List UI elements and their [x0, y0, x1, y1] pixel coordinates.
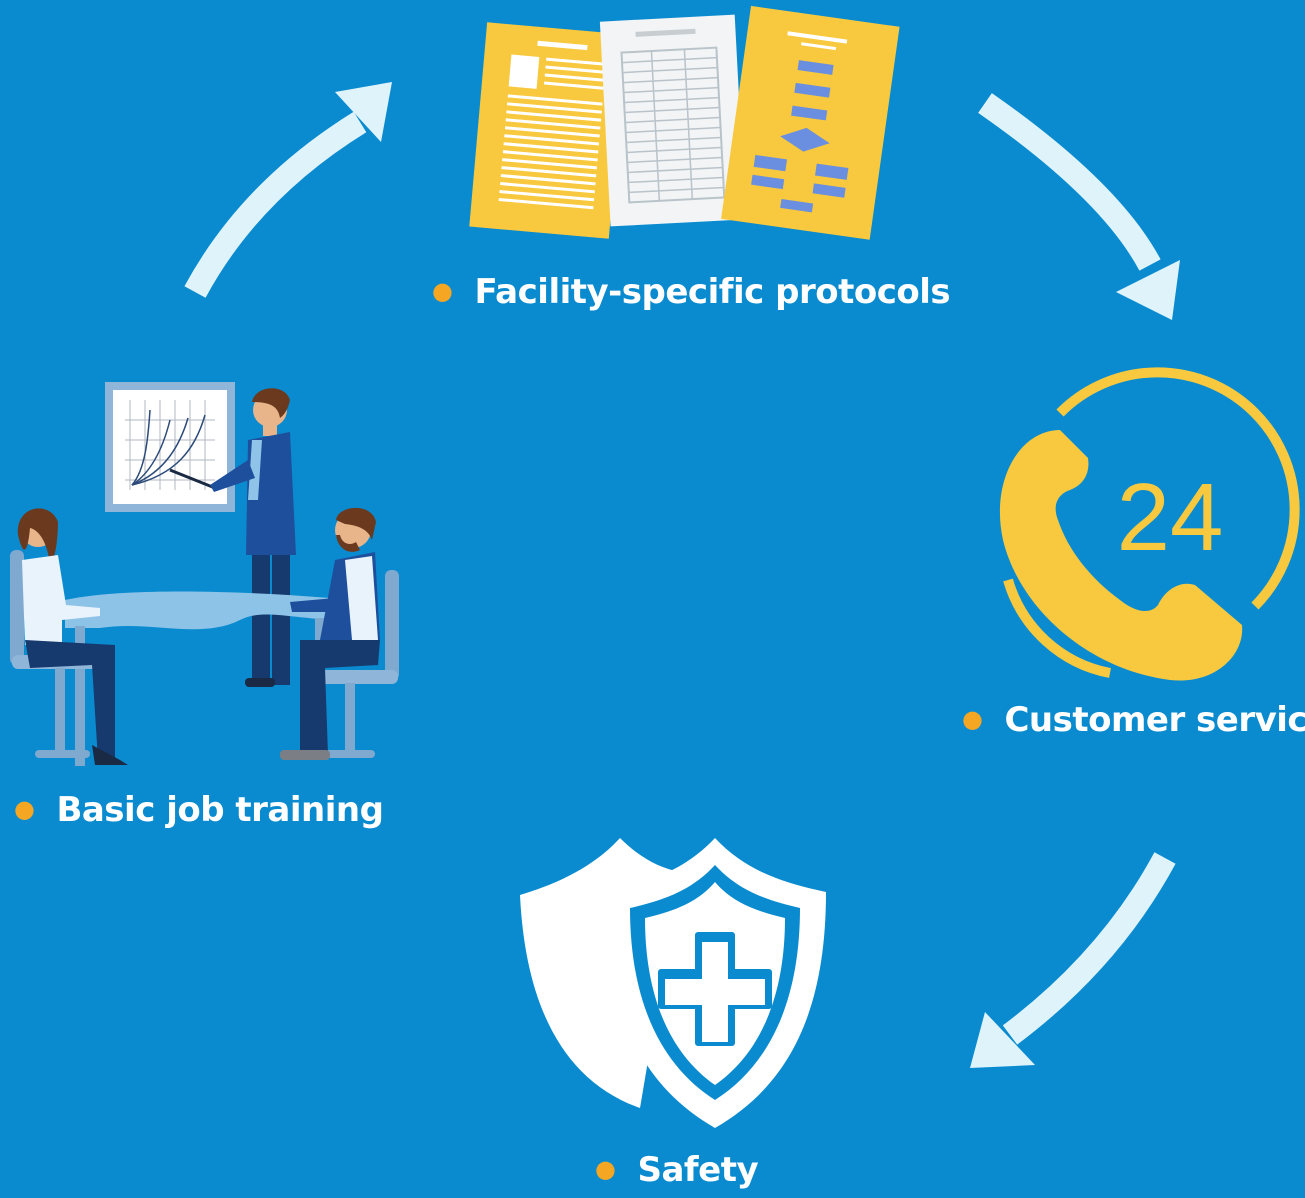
arrow-top-left	[184, 82, 392, 298]
training-meeting-icon	[10, 382, 399, 766]
bullet-icon: ●	[432, 277, 453, 305]
bullet-icon: ●	[962, 705, 983, 733]
bullet-icon: ●	[595, 1155, 616, 1183]
arrow-top-right	[978, 93, 1180, 320]
bullet-icon: ●	[14, 795, 35, 823]
arrow-bottom-right	[970, 852, 1176, 1068]
shield-plus-icon	[520, 838, 826, 1128]
phone-24-icon: 24	[999, 367, 1300, 681]
step-label-basic-job-training: ●Basic job training	[14, 790, 384, 830]
phone-badge-number: 24	[1117, 464, 1224, 571]
step-label-facility-protocols: ●Facility-specific protocols	[432, 272, 951, 312]
documents-icon	[469, 5, 900, 240]
step-label-customer-service: ●Customer service	[962, 700, 1305, 740]
step-label-safety: ●Safety	[595, 1150, 759, 1190]
